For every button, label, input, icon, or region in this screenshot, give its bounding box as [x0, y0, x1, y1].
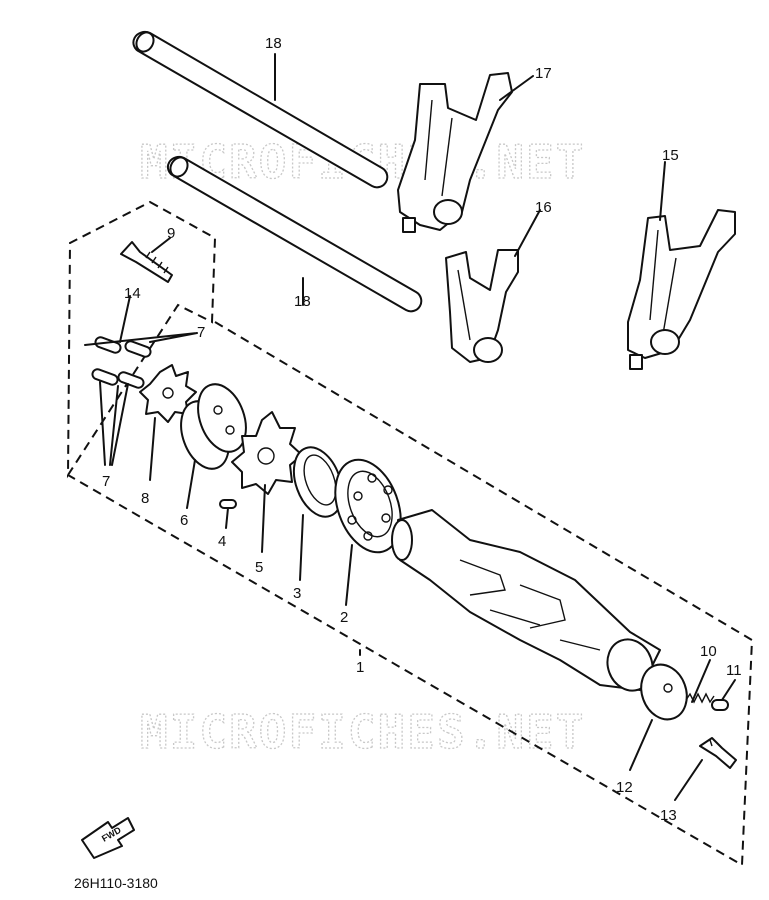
callout-9: 9 — [167, 225, 175, 242]
callout-18-upper: 18 — [265, 35, 282, 52]
callout-12: 12 — [616, 779, 633, 796]
callout-6: 6 — [180, 512, 188, 529]
callout-7-upper: 7 — [197, 324, 205, 341]
callout-15: 15 — [662, 147, 679, 164]
callout-2: 2 — [340, 609, 348, 626]
drum-segment-6 — [180, 383, 247, 470]
callout-18-lower: 18 — [294, 293, 311, 310]
shift-fork-17 — [397, 72, 513, 233]
callout-3: 3 — [293, 585, 301, 602]
shift-drum-1 — [391, 509, 661, 692]
callout-5: 5 — [255, 559, 263, 576]
plate-12 — [640, 663, 688, 721]
callout-1: 1 — [356, 659, 364, 676]
leader-lines — [84, 53, 736, 801]
callout-16: 16 — [535, 199, 552, 216]
part-code: 26H110-3180 — [74, 875, 158, 891]
shift-fork-15 — [627, 209, 736, 370]
fwd-arrow-icon: FWD — [81, 817, 135, 859]
shift-drum-assembly-boundary — [67, 321, 754, 867]
callout-13: 13 — [660, 807, 677, 824]
pin-11 — [711, 699, 729, 711]
callout-8: 8 — [141, 490, 149, 507]
star-cam-5 — [231, 411, 303, 495]
segment-plate-8 — [139, 364, 197, 423]
watermark-bottom: MICROFICHES.NET — [140, 705, 585, 759]
callout-7-lower: 7 — [102, 473, 110, 490]
shift-rod-lower — [166, 155, 423, 313]
callout-10: 10 — [700, 643, 717, 660]
sub-assembly-boundary — [66, 200, 217, 479]
callout-17: 17 — [535, 65, 552, 82]
dowel-pin-4 — [219, 499, 237, 509]
callout-4: 4 — [218, 533, 226, 550]
callout-14: 14 — [124, 285, 141, 302]
shift-fork-16 — [445, 249, 519, 363]
callout-11: 11 — [726, 662, 742, 679]
spring-10 — [685, 692, 715, 704]
screw-13 — [699, 737, 737, 769]
shift-rod-upper — [132, 30, 389, 189]
pins-group — [91, 336, 152, 389]
screw-9 — [120, 241, 173, 283]
bearing-2 — [334, 458, 402, 554]
